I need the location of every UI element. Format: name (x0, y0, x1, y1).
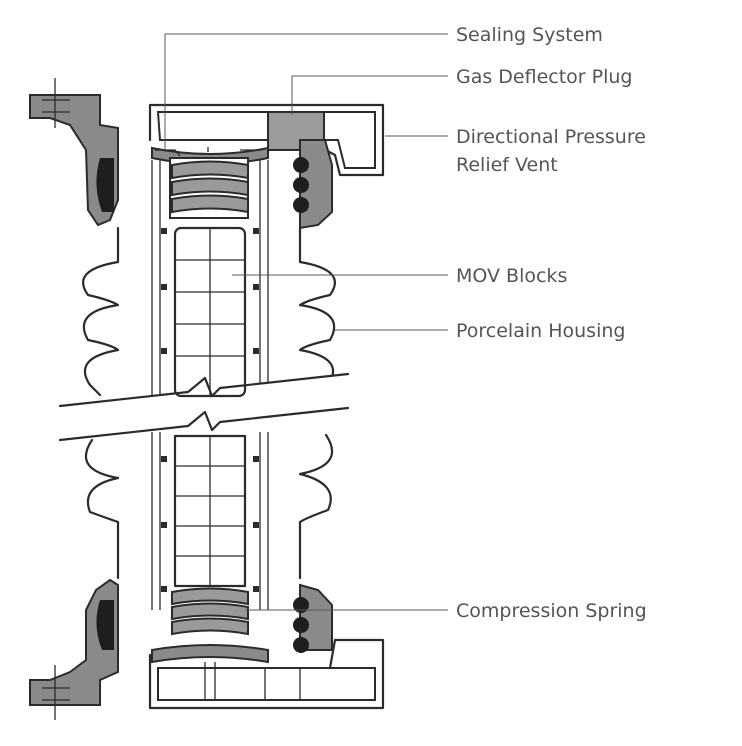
mov-blocks (161, 226, 259, 592)
label-directional-pressure-relief-vent: Directional Pressure (456, 126, 646, 148)
break-line (58, 372, 350, 442)
porcelain-housing (82, 160, 336, 610)
label-mov-blocks: MOV Blocks (456, 265, 567, 287)
label-directional-pressure-relief-vent-line2: Relief Vent (456, 154, 558, 176)
upper-compression-spring (169, 157, 249, 219)
bottom-flange (29, 578, 385, 720)
label-compression-spring: Compression Spring (456, 600, 647, 622)
label-gas-deflector-plug: Gas Deflector Plug (456, 66, 633, 88)
lower-compression-spring (171, 587, 249, 636)
leader-lines (164, 33, 448, 611)
label-porcelain-housing: Porcelain Housing (456, 320, 625, 342)
label-sealing-system: Sealing System (456, 24, 603, 46)
